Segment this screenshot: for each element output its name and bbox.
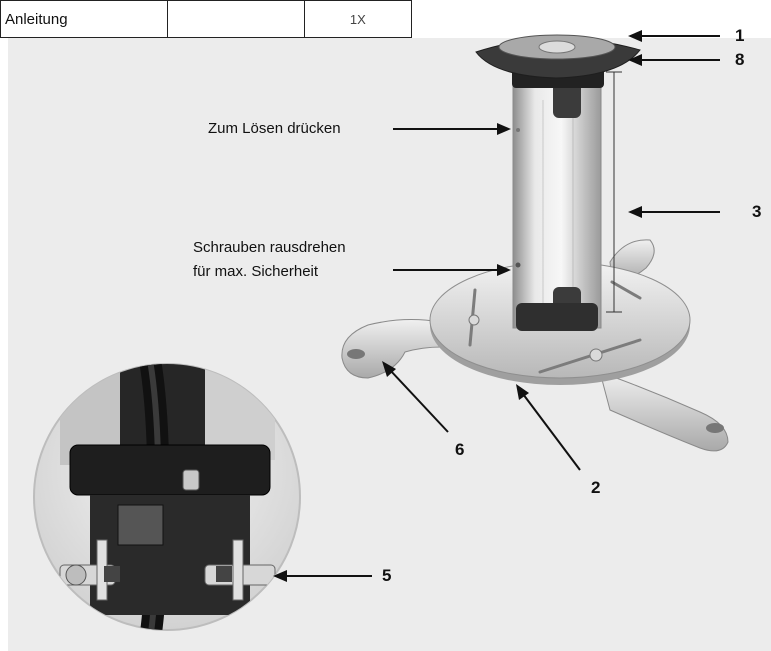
- arrow-1: [628, 30, 720, 42]
- callout-number-2: 2: [591, 478, 601, 497]
- parts-table-fragment: Anleitung 1X: [0, 0, 413, 38]
- table-cell-quantity: 1X: [303, 0, 413, 38]
- table-cell-item: Anleitung: [0, 0, 169, 38]
- table-cell-empty: [167, 0, 305, 38]
- label-release: Zum Lösen drücken: [208, 120, 341, 137]
- length-dimension-line: [606, 71, 622, 313]
- arrow-release: [393, 123, 511, 135]
- arrow-8: [628, 54, 720, 66]
- label-screws-line1: Schrauben rausdrehen: [193, 239, 346, 256]
- callout-number-1: 1: [735, 26, 745, 45]
- callout-number-8: 8: [735, 50, 745, 69]
- arrow-6: [382, 361, 449, 433]
- zoom-detail-circle: [33, 363, 301, 631]
- callout-number-3: 3: [752, 202, 762, 221]
- callout-number-6: 6: [455, 440, 465, 459]
- mounting-arm-right-front: [599, 371, 729, 452]
- ceiling-plate-top: [475, 34, 641, 88]
- callout-number-5: 5: [382, 566, 392, 585]
- label-screws-line2: für max. Sicherheit: [193, 263, 319, 280]
- arrow-2: [516, 384, 581, 471]
- callout-arrows: [273, 30, 720, 582]
- arrow-5: [273, 570, 372, 582]
- arrow-screws: [393, 264, 511, 276]
- extension-tube: [512, 77, 602, 331]
- table-row: Anleitung 1X: [0, 0, 413, 38]
- arrow-3: [628, 206, 720, 218]
